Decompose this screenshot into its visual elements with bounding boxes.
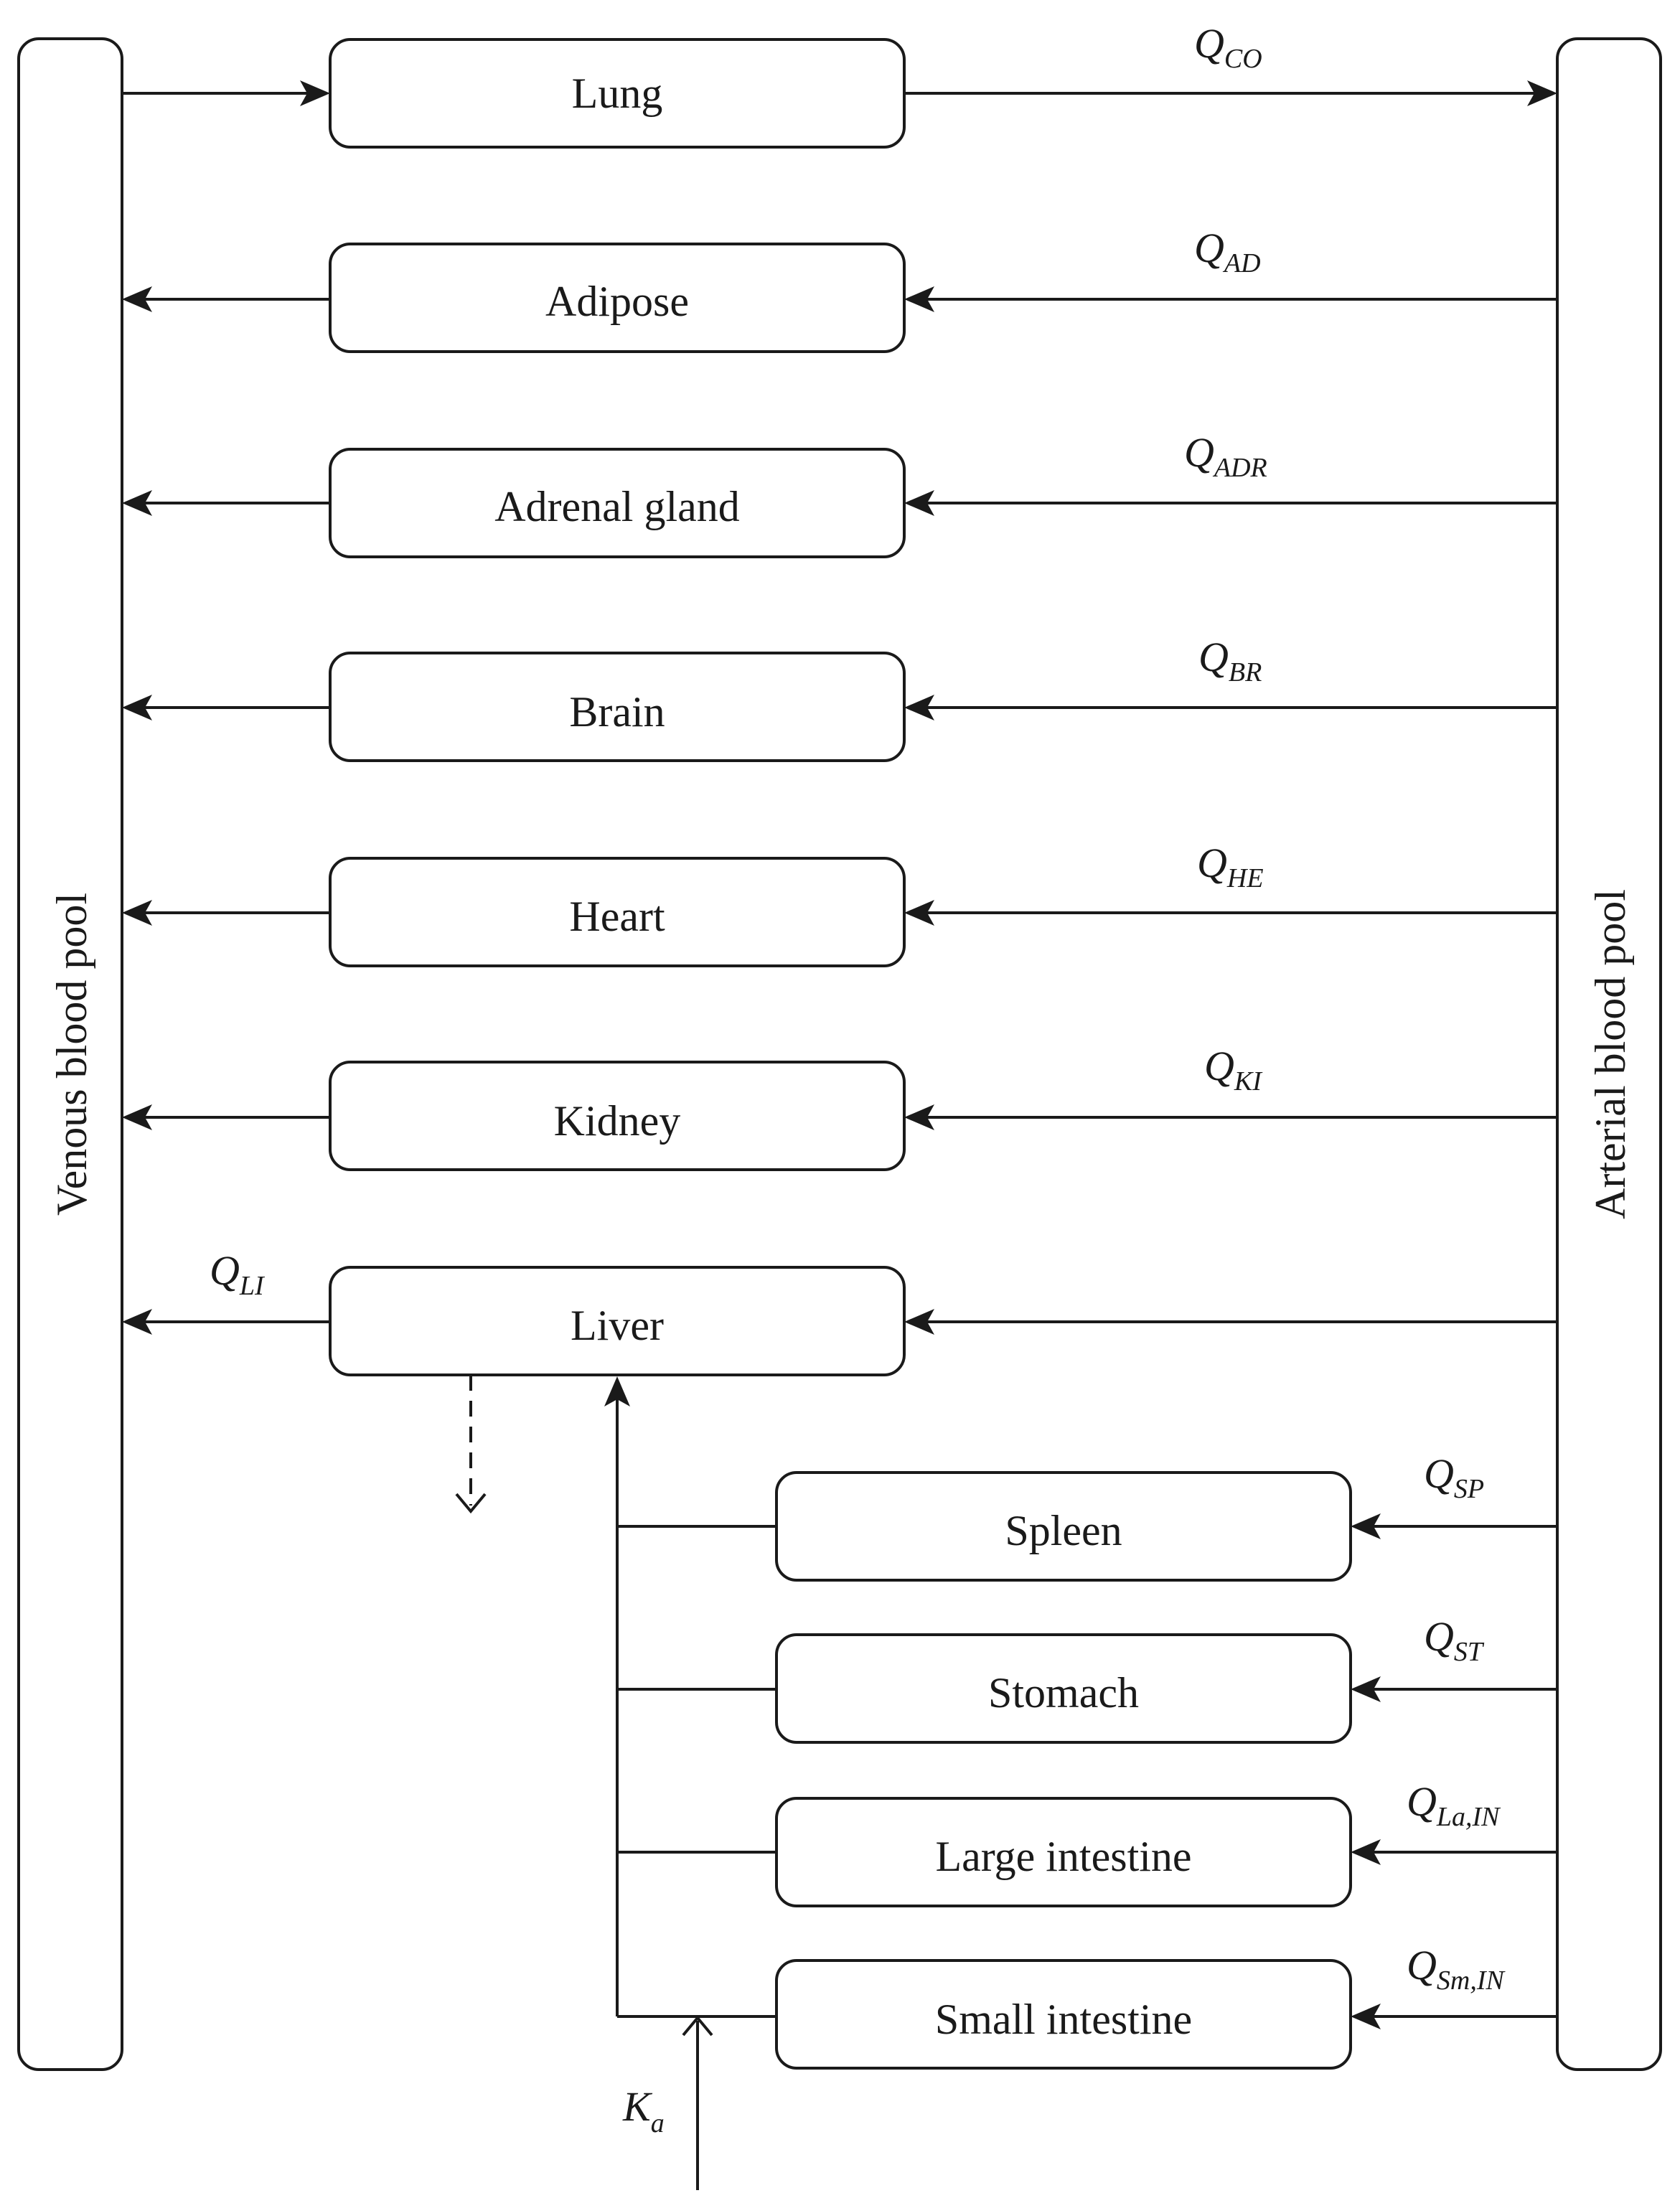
arterial-pool-label: Arterial blood pool — [1587, 889, 1634, 1219]
venous-pool-box — [17, 37, 123, 2071]
organ-spleen-label: Spleen — [1005, 1507, 1122, 1554]
organ-liver-label: Liver — [571, 1302, 664, 1349]
heart-to-venous-arrowhead — [122, 900, 152, 926]
arterial-to-heart-arrowhead — [904, 900, 934, 926]
flow-label-sp: QSP — [1424, 1450, 1484, 1504]
absorption-ka-label: Ka — [622, 2083, 665, 2138]
flow-label-co: QCO — [1194, 20, 1262, 74]
organ-adipose-label: Adipose — [545, 278, 689, 325]
arterial-to-adipose-arrowhead — [904, 286, 934, 312]
flow-label-la-in: QLa,IN — [1407, 1778, 1501, 1832]
arterial-to-small-intestine-arrowhead — [1351, 2004, 1381, 2029]
arterial-to-adrenal-arrowhead — [904, 490, 934, 516]
flow-label-adr: QADR — [1184, 429, 1267, 483]
arterial-to-brain-arrowhead — [904, 695, 934, 720]
organ-heart-label: Heart — [569, 893, 665, 940]
flow-label-sm-in: QSm,IN — [1407, 1942, 1506, 1996]
organ-kidney-label: Kidney — [554, 1097, 681, 1145]
flow-label-ki: QKI — [1204, 1043, 1263, 1096]
flow-label-he: QHE — [1197, 840, 1264, 893]
arterial-pool-box — [1556, 37, 1662, 2071]
organ-adrenal-gland-label: Adrenal gland — [494, 483, 740, 530]
kidney-to-venous-arrowhead — [122, 1104, 152, 1130]
organ-large-intestine-label: Large intestine — [935, 1833, 1191, 1880]
liver-to-venous-arrowhead — [122, 1309, 152, 1335]
arterial-to-stomach-arrowhead — [1351, 1676, 1381, 1702]
venous-pool-label: Venous blood pool — [48, 893, 95, 1216]
flow-label-ad: QAD — [1194, 225, 1261, 278]
adrenal-to-venous-arrowhead — [122, 490, 152, 516]
arterial-to-kidney-arrowhead — [904, 1104, 934, 1130]
organ-brain-label: Brain — [569, 688, 665, 736]
organ-small-intestine — [775, 1959, 1352, 2070]
flow-label-st: QST — [1424, 1613, 1485, 1667]
adipose-to-venous-arrowhead — [122, 286, 152, 312]
flow-label-li: QLI — [210, 1247, 266, 1301]
arterial-to-liver-arrowhead — [904, 1309, 934, 1335]
flow-label-br: QBR — [1198, 634, 1262, 687]
venous-to-lung-arrowhead — [300, 80, 330, 106]
organ-stomach-label: Stomach — [988, 1669, 1139, 1717]
organ-lung-label: Lung — [572, 70, 663, 117]
liver-metabolism-open-arrowhead — [455, 1493, 487, 1514]
absorption-ka-open-arrowhead — [682, 2015, 713, 2037]
portal-to-liver-arrowhead — [604, 1376, 630, 1407]
lung-to-arterial-arrowhead — [1527, 80, 1557, 106]
brain-to-venous-arrowhead — [122, 695, 152, 720]
arterial-to-spleen-arrowhead — [1351, 1513, 1381, 1539]
organ-small-intestine-label: Small intestine — [935, 1996, 1192, 2043]
arterial-to-large-intestine-arrowhead — [1351, 1839, 1381, 1865]
